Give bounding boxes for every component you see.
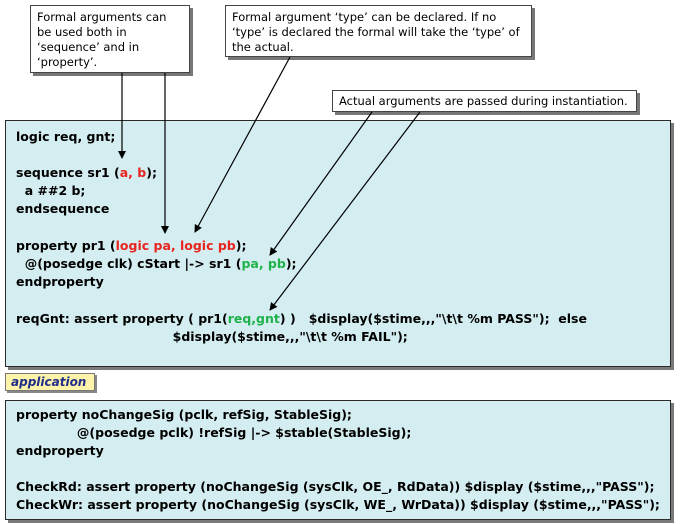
code-line-app-1: property noChangeSig (pclk, refSig, Stab… — [16, 407, 352, 422]
code-line-property-body: @(posedge clk) cStart |-> sr1 (pa, pb); — [16, 256, 297, 271]
formal-args-sequence: a, b — [119, 165, 147, 180]
code-line-app-5: CheckWr: assert property (noChangeSig (s… — [16, 497, 660, 512]
code-line-sequence-body: a ##2 b; — [16, 183, 86, 198]
code-line-app-4: CheckRd: assert property (noChangeSig (s… — [16, 479, 655, 494]
application-label: application — [5, 373, 95, 391]
callout-formal-type: Formal argument ‘type’ can be declared. … — [225, 5, 532, 57]
code-line-assert-else: $display($stime,,,"\t\t %m FAIL"); — [16, 329, 408, 344]
code-panel-application: property noChangeSig (pclk, refSig, Stab… — [5, 400, 671, 520]
callout-actual-arguments: Actual arguments are passed during insta… — [332, 90, 637, 112]
actual-args-sequence: pa, pb — [241, 256, 286, 271]
code-panel-main: logic req, gnt; sequence sr1 (a, b); a #… — [5, 120, 671, 367]
code-line-sequence-head: sequence sr1 (a, b); — [16, 165, 157, 180]
code-line-logic-decl: logic req, gnt; — [16, 129, 116, 144]
code-line-property-head: property pr1 (logic pa, logic pb); — [16, 238, 247, 253]
actual-args-property: req,gnt — [227, 311, 280, 326]
formal-args-property: logic pa, logic pb — [115, 238, 236, 253]
code-line-endproperty: endproperty — [16, 274, 104, 289]
code-line-assert: reqGnt: assert property ( pr1(req,gnt) )… — [16, 311, 587, 326]
code-line-app-3: endproperty — [16, 443, 104, 458]
callout-formal-arguments: Formal arguments can be used both in ‘se… — [30, 5, 190, 73]
code-line-app-2: @(posedge pclk) !refSig |-> $stable(Stab… — [16, 425, 412, 440]
code-line-endsequence: endsequence — [16, 201, 110, 216]
